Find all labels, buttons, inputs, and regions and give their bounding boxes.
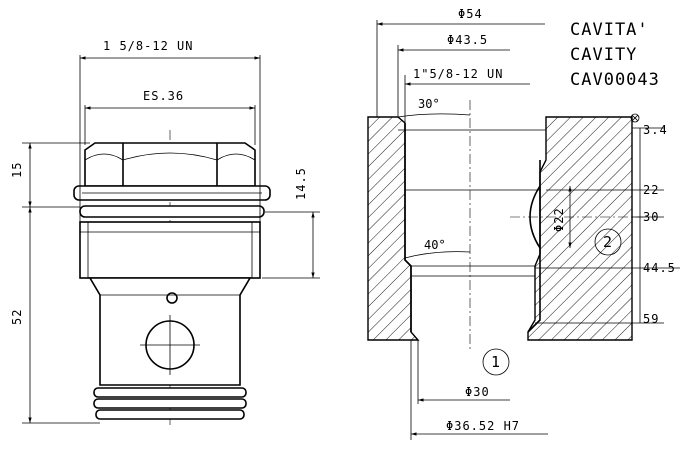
label-angle-40: 40°: [424, 238, 446, 252]
label-14-5: 14.5: [294, 167, 308, 200]
label-depth-30: 30: [643, 210, 659, 224]
cavity-section-view: 30° 40° Φ22 2 1 Φ54 Φ43.5 1"5/8-12 UN Φ3…: [367, 7, 680, 440]
label-es-36: ES.36: [143, 89, 184, 103]
label-dia-54: Φ54: [458, 7, 483, 21]
bottom-seal-2: [93, 398, 247, 409]
title-line-cavita: CAVITA': [570, 20, 649, 40]
label-dia-30: Φ30: [465, 385, 490, 399]
label-15: 15: [10, 162, 24, 178]
label-thread-1-5-8-12-un: 1 5/8-12 UN: [103, 39, 193, 53]
title-block: CAVITA' CAVITY CAV00043: [570, 20, 660, 90]
block-section-right: [527, 116, 633, 341]
hex-chamfer-right: [216, 153, 256, 161]
hex-chamfer-left: [84, 153, 124, 161]
bottom-seal-3: [95, 409, 245, 420]
o-ring-seal: [79, 205, 265, 218]
label-dia-43-5: Φ43.5: [447, 33, 488, 47]
reference-mark-cross-b: [631, 114, 639, 122]
port-1-balloon: [482, 348, 510, 376]
angle-40-arc: [404, 251, 471, 259]
hex-nut: [84, 142, 256, 187]
cartridge-view: 1 5/8-12 UN ES.36 15 52 14.5: [10, 39, 320, 425]
label-depth-44-5: 44.5: [643, 261, 676, 275]
bleed-hole: [166, 292, 178, 304]
thread-body: [79, 221, 261, 279]
label-52: 52: [10, 309, 24, 325]
label-dia-36-52-h7: Φ36.52 H7: [446, 419, 520, 433]
title-line-cavity: CAVITY: [570, 45, 637, 65]
label-thread-cavity: 1"5/8-12 UN: [413, 67, 503, 81]
title-line-code: CAV00043: [570, 70, 660, 90]
angle-30-arc: [397, 113, 471, 118]
label-depth-22: 22: [643, 183, 659, 197]
label-depth-3-4: 3.4: [643, 123, 668, 137]
label-dia-22: Φ22: [552, 207, 566, 232]
label-port-2: 2: [603, 233, 613, 251]
hex-chamfer-middle: [122, 152, 218, 161]
bottom-seal-1: [93, 387, 247, 398]
label-port-1: 1: [491, 353, 501, 371]
label-depth-59: 59: [643, 312, 659, 326]
port-2-balloon: [594, 228, 622, 256]
label-angle-30: 30°: [418, 97, 440, 111]
bore-wall-left: [404, 123, 412, 332]
reference-mark-icon: [630, 113, 640, 123]
bore-wall-right: [527, 160, 541, 333]
